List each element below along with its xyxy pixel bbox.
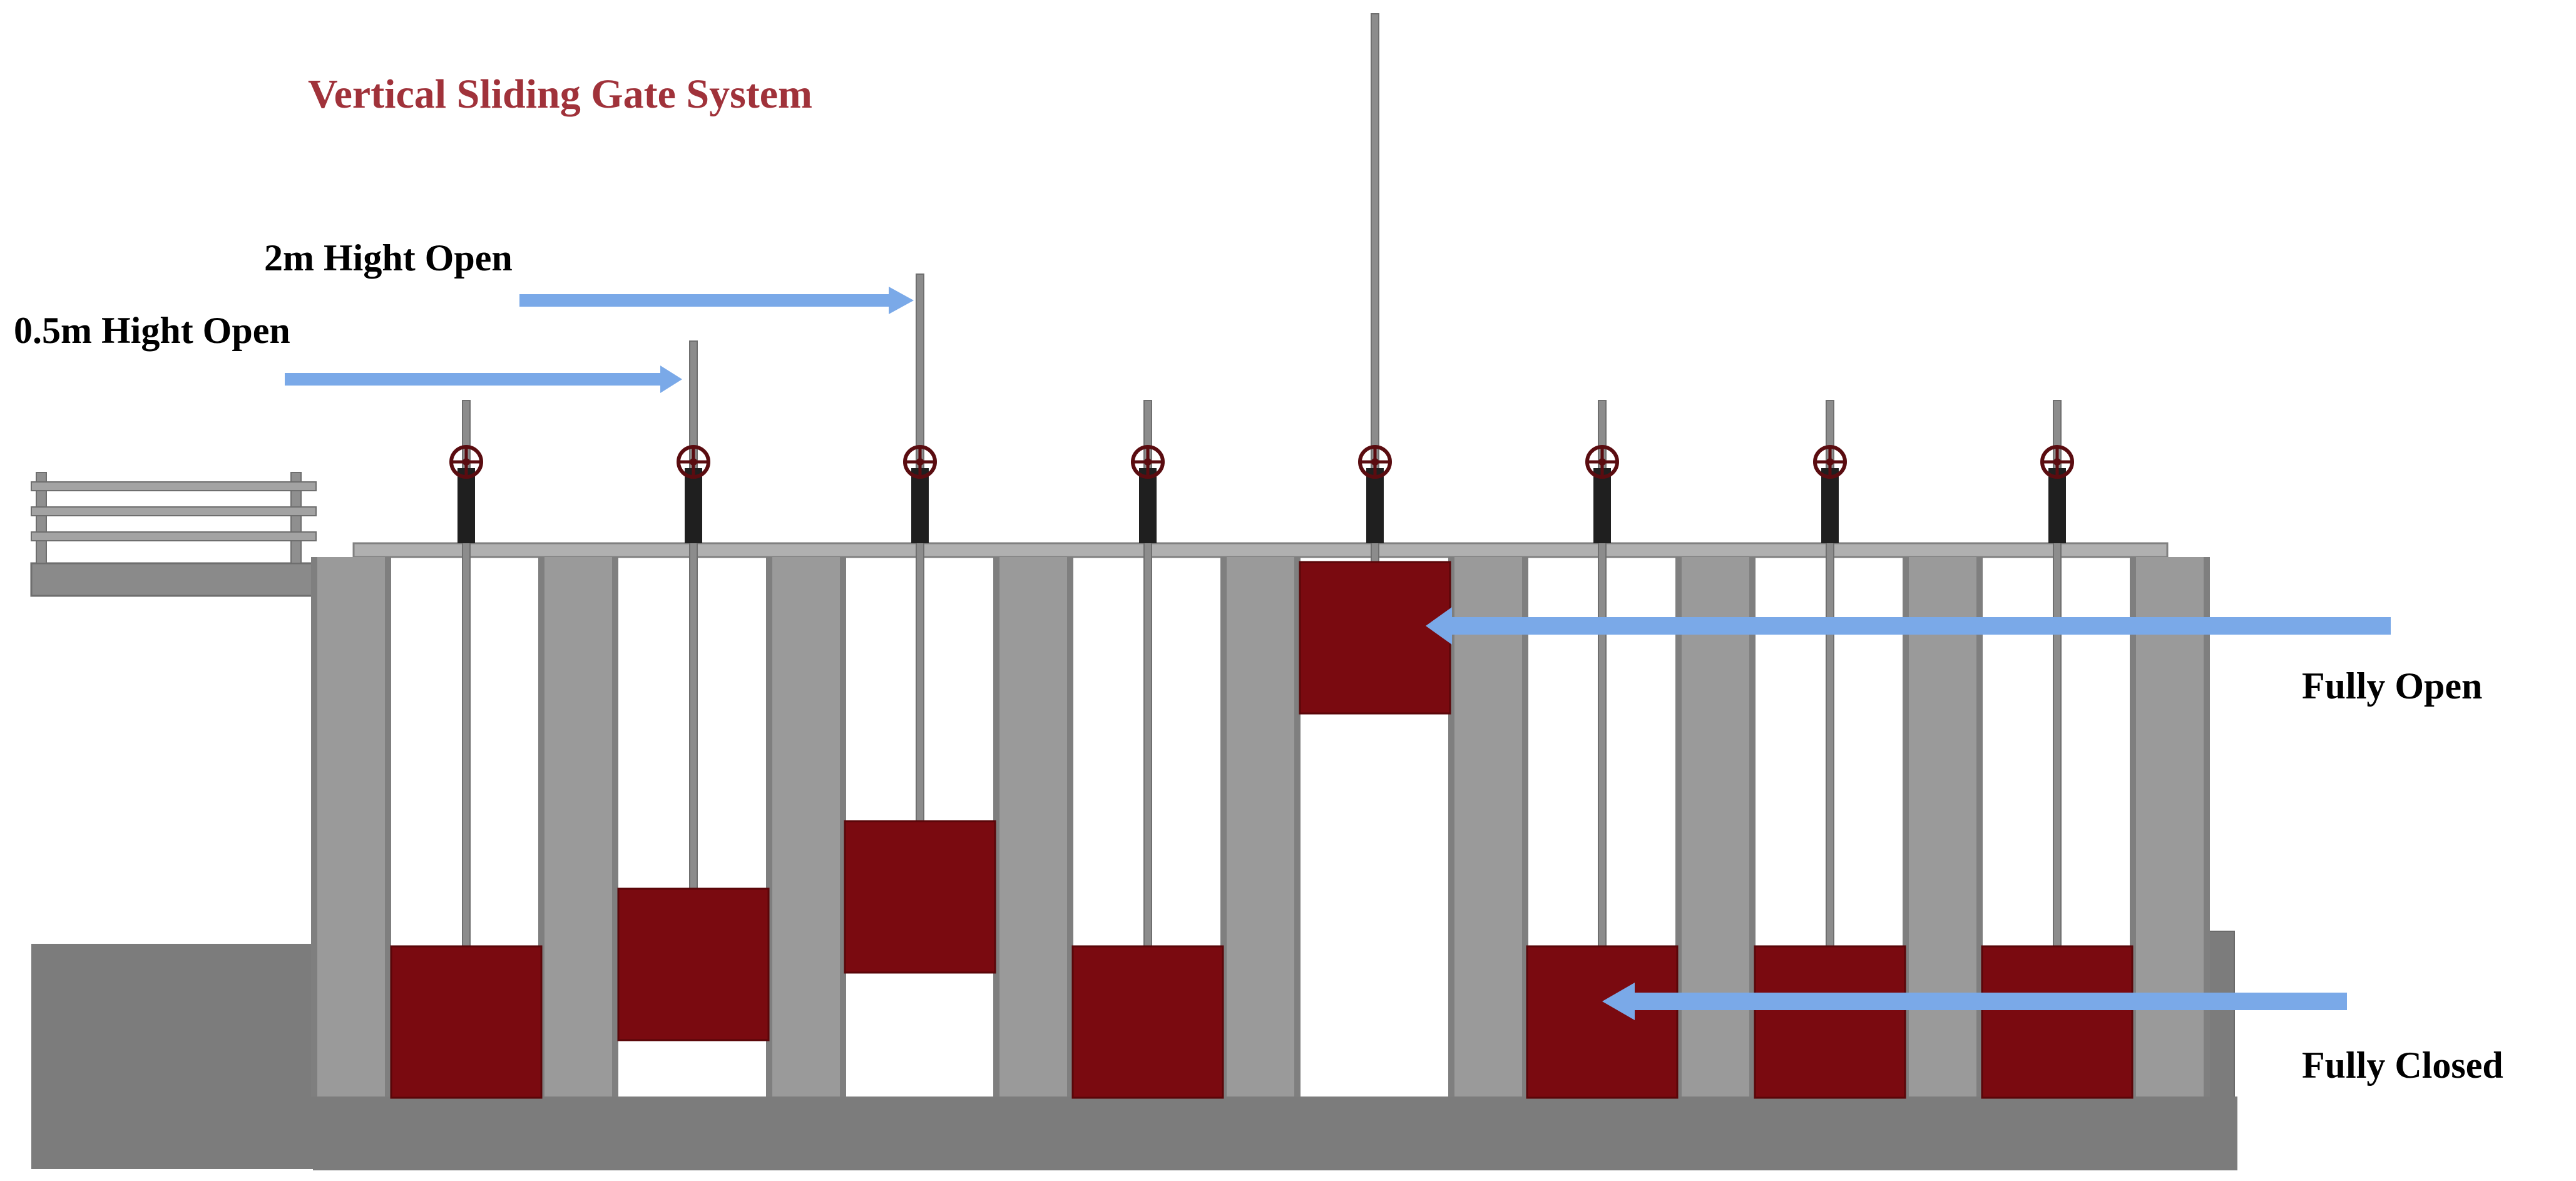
piers-group — [311, 557, 2210, 1097]
arrow-fully-closed — [1602, 983, 2347, 1020]
gates-group — [390, 13, 2134, 1099]
gate-actuator-2 — [685, 468, 702, 543]
pier-edge — [1976, 557, 1983, 1097]
pier-edge — [840, 557, 846, 1097]
pier-edge — [2204, 557, 2210, 1097]
pier-edge — [1067, 557, 1073, 1097]
label-fully-open: Fully Open — [2302, 665, 2482, 707]
pier-edge — [1522, 557, 1528, 1097]
pier-edge — [1903, 557, 1909, 1097]
gate-leaf-8 — [1981, 945, 2134, 1099]
pier-edge — [538, 557, 544, 1097]
pier-edge — [1294, 557, 1301, 1097]
label-half-meter-open: 0.5m Hight Open — [14, 310, 290, 351]
gate-leaf-6 — [1526, 945, 1679, 1099]
pier-8 — [1903, 557, 1983, 1097]
pier-1 — [311, 557, 391, 1097]
handwheel-icon[interactable] — [677, 445, 710, 479]
pier-edge — [766, 557, 772, 1097]
gate-actuator-5 — [1366, 468, 1384, 543]
pier-edge — [993, 557, 999, 1097]
pier-edge — [2130, 557, 2136, 1097]
pier-edge — [1675, 557, 1682, 1097]
gate-stem-3 — [916, 274, 924, 822]
gate-actuator-7 — [1821, 468, 1839, 543]
pier-edge — [612, 557, 618, 1097]
gate-leaf-4 — [1071, 945, 1224, 1099]
gate-leaf-3 — [844, 820, 996, 974]
gate-actuator-8 — [2048, 468, 2066, 543]
left-walkway — [30, 472, 317, 597]
pier-edge — [311, 557, 317, 1097]
gate-actuator-3 — [911, 468, 929, 543]
pier-7 — [1675, 557, 1756, 1097]
top-deck — [352, 542, 2169, 558]
handwheel-icon[interactable] — [1813, 445, 1847, 479]
arrow-two-meter — [519, 287, 914, 314]
gate-leaf-2 — [617, 887, 770, 1041]
gate-leaf-1 — [390, 945, 543, 1099]
gate-actuator-6 — [1593, 468, 1611, 543]
pier-edge — [385, 557, 391, 1097]
pier-edge — [1749, 557, 1756, 1097]
handwheel-icon[interactable] — [903, 445, 937, 479]
pier-6 — [1448, 557, 1528, 1097]
pier-edge — [1448, 557, 1454, 1097]
gate-leaf-5 — [1299, 561, 1451, 715]
pier-3 — [766, 557, 846, 1097]
handwheel-icon[interactable] — [449, 445, 483, 479]
gate-actuator-4 — [1139, 468, 1157, 543]
handwheel-icon[interactable] — [2040, 445, 2074, 479]
arrows-group — [285, 287, 2391, 1020]
pier-edge — [1220, 557, 1227, 1097]
handwheel-icon[interactable] — [1131, 445, 1165, 479]
handwheel-icon[interactable] — [1585, 445, 1619, 479]
pier-5 — [1220, 557, 1301, 1097]
gate-stem-2 — [689, 340, 698, 889]
pier-4 — [993, 557, 1073, 1097]
gate-leaf-7 — [1754, 945, 1906, 1099]
pier-9 — [2130, 557, 2210, 1097]
label-two-meter-open: 2m Hight Open — [264, 237, 513, 279]
pier-2 — [538, 557, 618, 1097]
diagram-title: Vertical Sliding Gate System — [308, 71, 812, 117]
label-fully-closed: Fully Closed — [2302, 1045, 2503, 1086]
arrow-half-meter — [285, 366, 682, 393]
base-slab — [313, 1097, 2237, 1170]
arrow-fully-open — [1426, 607, 2391, 645]
gate-actuator-1 — [457, 468, 475, 543]
left-abutment — [31, 944, 313, 1169]
handwheel-icon[interactable] — [1358, 445, 1392, 479]
